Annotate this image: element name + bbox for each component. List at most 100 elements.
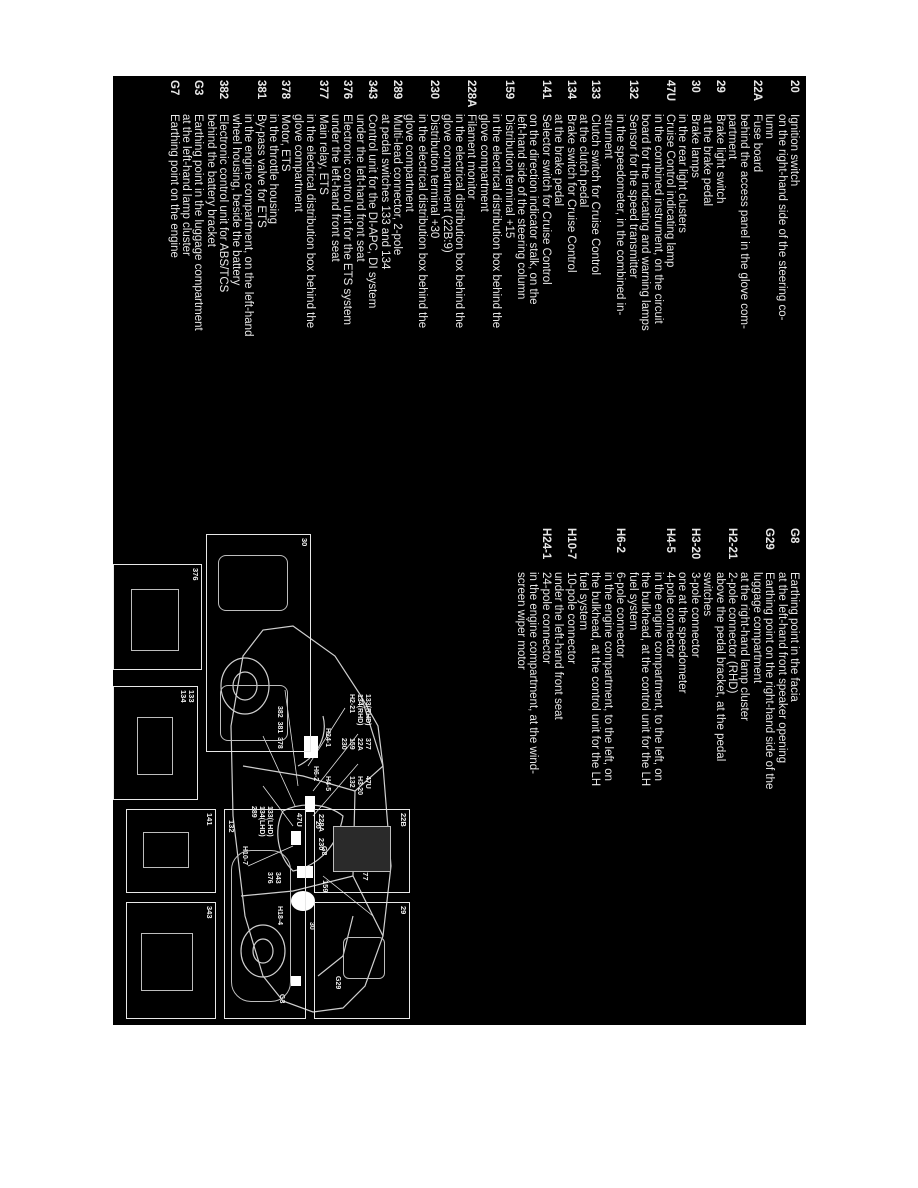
description-line: in the speedometer, in the combined in- [614, 114, 627, 316]
component-code: 159 [502, 80, 515, 100]
description-line: 4-pole connector [663, 572, 676, 658]
description-line: Sensor for the speed transmitter [626, 114, 639, 279]
description-line: 24-pole connector [539, 572, 552, 665]
component-description: Earthing point on the right-hand side of… [738, 572, 775, 808]
description-line: behind the access panel in the glove com… [738, 114, 751, 329]
fuse-box-part [333, 826, 391, 872]
thumb-29-brake-switch: 29 [314, 902, 410, 1019]
description-line: under the left-hand front seat [552, 572, 565, 720]
component-description: Electronic control unit for the ETS syst… [329, 114, 353, 485]
description-line: fuel system [577, 572, 590, 631]
description-line: on the right-hand side of the steering c… [775, 114, 788, 321]
description-line: on the direction indicator stalk, on the [527, 114, 540, 305]
description-line: in the engine compartment, at the wind- [527, 572, 540, 775]
component-code: H24-1 [539, 528, 552, 560]
component-code: 20 [788, 80, 800, 93]
component-code: H10-7 [564, 528, 577, 560]
thumb-30-brake-lamps: 30 [206, 534, 311, 752]
description-line: in the electrical distribution box behin… [304, 114, 317, 329]
component-code: 378 [279, 80, 292, 100]
component-description: Earthing point on the engine [167, 114, 180, 485]
brake-lamp-right-part [220, 685, 288, 741]
description-line: Earthing point on the engine [167, 114, 180, 258]
description-line: strument [601, 114, 614, 159]
description-line: in the engine compartment, to the left, … [601, 572, 614, 782]
component-code: 134 [564, 80, 577, 100]
description-line: Earthing point on the right-hand side of… [763, 572, 776, 790]
description-line: at the right-hand lamp cluster [738, 572, 751, 721]
description-line: at pedal switches 133 and 134 [378, 114, 391, 270]
description-line: glove compartment [403, 114, 416, 212]
description-line: 6-pole connector [614, 572, 627, 658]
description-line: under the left-hand front seat [353, 114, 366, 262]
thumb-47u-instrument: 47U 132 [224, 809, 306, 1019]
component-code: 376 [341, 80, 354, 100]
selector-switch-part [143, 832, 189, 868]
component-code: 141 [539, 80, 552, 100]
description-line: Ignition switch [788, 114, 800, 187]
component-code: H3-20 [688, 528, 701, 560]
description-line: Brake switch for Cruise Control [564, 114, 577, 273]
description-line: Brake light switch [713, 114, 726, 204]
instrument-cluster-part [231, 850, 291, 1002]
description-line: By-pass valve for ETS [254, 114, 267, 228]
component-code: 343 [366, 80, 379, 100]
description-line: fuel system [626, 572, 639, 631]
thumb-133-134-label: 133 134 [179, 690, 196, 703]
description-line: one at the speedometer [676, 572, 689, 694]
description-line: in the electrical distribution box behin… [415, 114, 428, 329]
component-code: 381 [254, 80, 267, 100]
description-line: glove compartment [477, 114, 490, 212]
thumb-141-selector-switch: 141 [126, 809, 216, 893]
thumb-159-label: 159 [321, 880, 330, 893]
description-line: at the left-hand lamp cluster [180, 114, 193, 256]
description-line: behind the battery bracket [204, 114, 217, 247]
brake-lamp-left-part [218, 555, 288, 611]
description-line: glove compartment [291, 114, 304, 212]
description-line: in the rear light clusters [676, 114, 689, 233]
description-line: luggage compartment [750, 572, 763, 684]
description-line: left-hand side of the steering column [515, 114, 528, 300]
component-code: 47U [663, 80, 676, 102]
description-line: Clutch switch for Cruise Control [589, 114, 602, 276]
description-line: Multi-lead connector, 2-pole [391, 114, 403, 256]
component-code: G29 [763, 528, 776, 550]
description-line: at the brake pedal [552, 114, 565, 207]
component-code: 132 [626, 80, 639, 100]
thumb-22b-fuse-box: 22B 277 159 228A 230 [314, 809, 410, 893]
callout-h6-2: H6-2 [312, 766, 319, 782]
component-code: 22A [750, 80, 763, 102]
description-line: wheel housing, beside the battery [229, 114, 242, 286]
description-line: screen wiper motor [515, 572, 528, 670]
component-code: G3 [192, 80, 205, 96]
component-code: H2-21 [725, 528, 738, 560]
description-line: in the throttle housing [266, 114, 279, 224]
component-code: 377 [316, 80, 329, 100]
component-code: H6-2 [614, 528, 627, 553]
component-code: 228A [465, 80, 478, 108]
